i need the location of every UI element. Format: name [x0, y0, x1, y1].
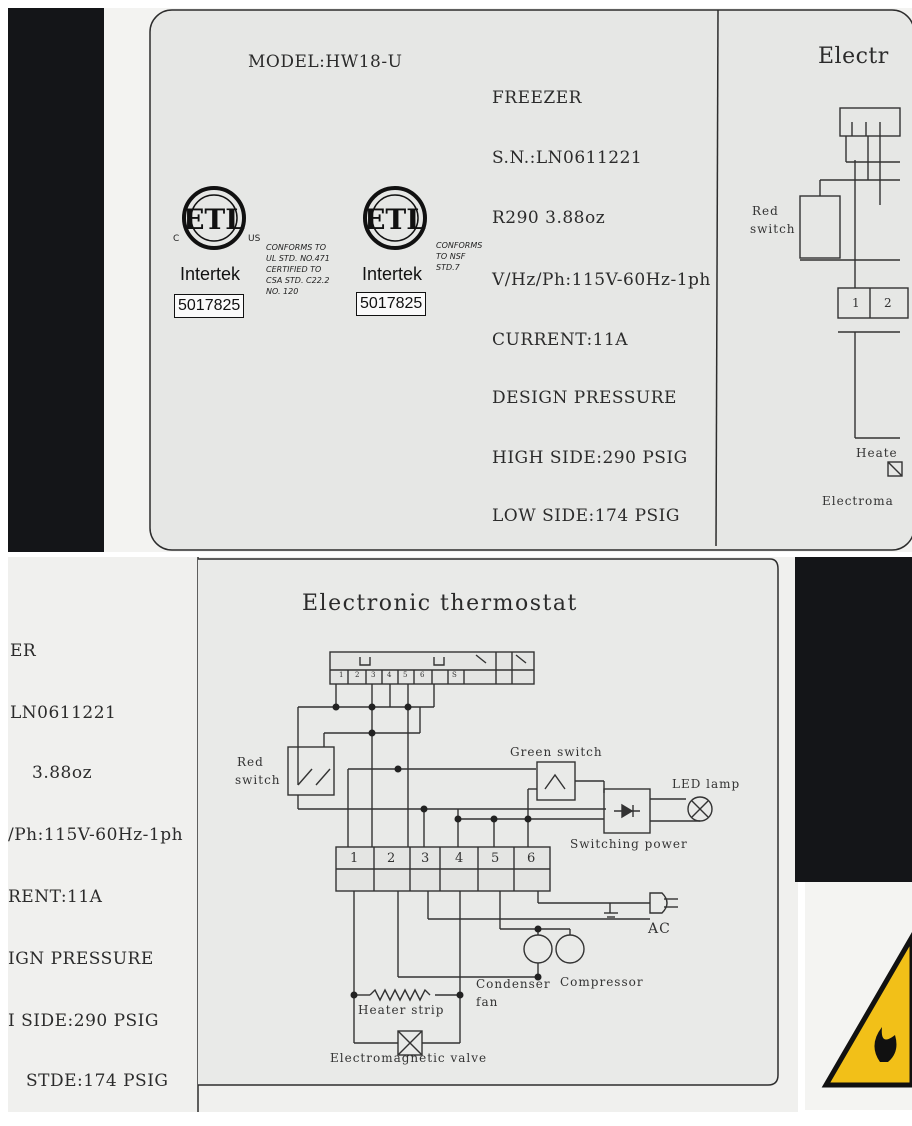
power-rating-label: V/Hz/Ph:115V-60Hz-1ph	[492, 270, 711, 290]
terminal-3: 3	[421, 851, 431, 866]
partial-high-side-label: I SIDE:290 PSIG	[8, 1011, 159, 1031]
terminal-5: 5	[491, 851, 501, 866]
partial-diagram-title: Electr	[818, 44, 889, 69]
controller-terminal-5: 5	[403, 671, 408, 679]
etl-sanitation-mark-icon: ETL	[363, 186, 427, 250]
etl-mark-icon: ETL	[182, 186, 246, 250]
cert-us-mark: US	[248, 234, 261, 244]
diagram-title: Electronic thermostat	[302, 591, 578, 616]
condenser-fan-label-1: Condenser	[476, 977, 551, 991]
photo-top-nameplate: ETL ETL MODEL:HW18-U FREEZER	[0, 0, 912, 552]
partial-terminal-2: 2	[884, 296, 893, 310]
terminal-2: 2	[387, 851, 397, 866]
cert-text-2: CONFORMS TO NSF STD.7	[436, 241, 483, 272]
cert-number-1: 5017825	[174, 294, 245, 318]
wiring-diagram	[0, 557, 912, 1112]
partial-current-label: RENT:11A	[8, 887, 103, 907]
partial-red-switch-label-2: switch	[750, 222, 796, 236]
partial-design-label: IGN PRESSURE	[8, 949, 154, 969]
cert-number-2: 5017825	[356, 292, 427, 316]
controller-terminal-2: 2	[355, 671, 360, 679]
partial-power-label: /Ph:115V-60Hz-1ph	[8, 825, 184, 845]
low-side-label: LOW SIDE:174 PSIG	[492, 506, 680, 526]
terminal-6: 6	[527, 851, 537, 866]
condenser-fan-label-2: fan	[476, 995, 499, 1009]
controller-terminal-6: 6	[420, 671, 425, 679]
heater-strip-label: Heater strip	[358, 1003, 445, 1017]
design-pressure-label: DESIGN PRESSURE	[492, 388, 677, 408]
nameplate-background: ETL ETL	[0, 0, 912, 552]
partial-serial-label: LN0611221	[10, 703, 117, 723]
green-switch-label: Green switch	[510, 745, 603, 759]
model-label: MODEL:HW18-U	[248, 52, 403, 72]
partial-diagram	[799, 107, 909, 477]
controller-terminal-s: S	[452, 671, 457, 679]
partial-freezer-label: ER	[10, 641, 37, 661]
partial-valve-label: Electroma	[822, 494, 894, 508]
led-lamp-label: LED lamp	[672, 777, 741, 791]
ac-label: AC	[648, 921, 671, 937]
terminal-1: 1	[350, 851, 360, 866]
compressor-label: Compressor	[560, 975, 644, 989]
high-side-label: HIGH SIDE:290 PSIG	[492, 448, 688, 468]
partial-terminal-1: 1	[852, 296, 861, 310]
serial-number-label: S.N.:LN0611221	[492, 148, 643, 168]
flammable-warning-icon	[821, 932, 912, 1088]
partial-red-switch-label-1: Red	[752, 204, 779, 218]
current-label: CURRENT:11A	[492, 330, 629, 350]
terminal-4: 4	[455, 851, 465, 866]
svg-text:ETL: ETL	[183, 203, 245, 236]
controller-terminal-1: 1	[339, 671, 344, 679]
photo-bottom-wiring-diagram: ER LN0611221 3.88oz /Ph:115V-60Hz-1ph RE…	[0, 557, 912, 1112]
controller-terminal-4: 4	[387, 671, 392, 679]
controller-terminal-3: 3	[371, 671, 376, 679]
intertek-brand-1: Intertek	[180, 264, 241, 284]
refrigerant-label: R290 3.88oz	[492, 208, 606, 228]
partial-heater-label: Heate	[856, 446, 898, 460]
product-type-label: FREEZER	[492, 88, 582, 108]
cert-text-1: CONFORMS TO UL STD. NO.471 CERTIFIED TO …	[266, 243, 330, 296]
red-switch-label-2: switch	[235, 773, 281, 787]
electromagnetic-valve-label: Electromagnetic valve	[330, 1051, 488, 1065]
partial-low-side-label: STDE:174 PSIG	[26, 1071, 169, 1091]
partial-refrigerant-label: 3.88oz	[32, 763, 93, 783]
intertek-brand-2: Intertek	[362, 264, 423, 284]
switching-power-label: Switching power	[570, 837, 688, 851]
cert-c-mark: C	[173, 234, 180, 244]
svg-text:ETL: ETL	[364, 203, 426, 236]
red-switch-label-1: Red	[237, 755, 264, 769]
